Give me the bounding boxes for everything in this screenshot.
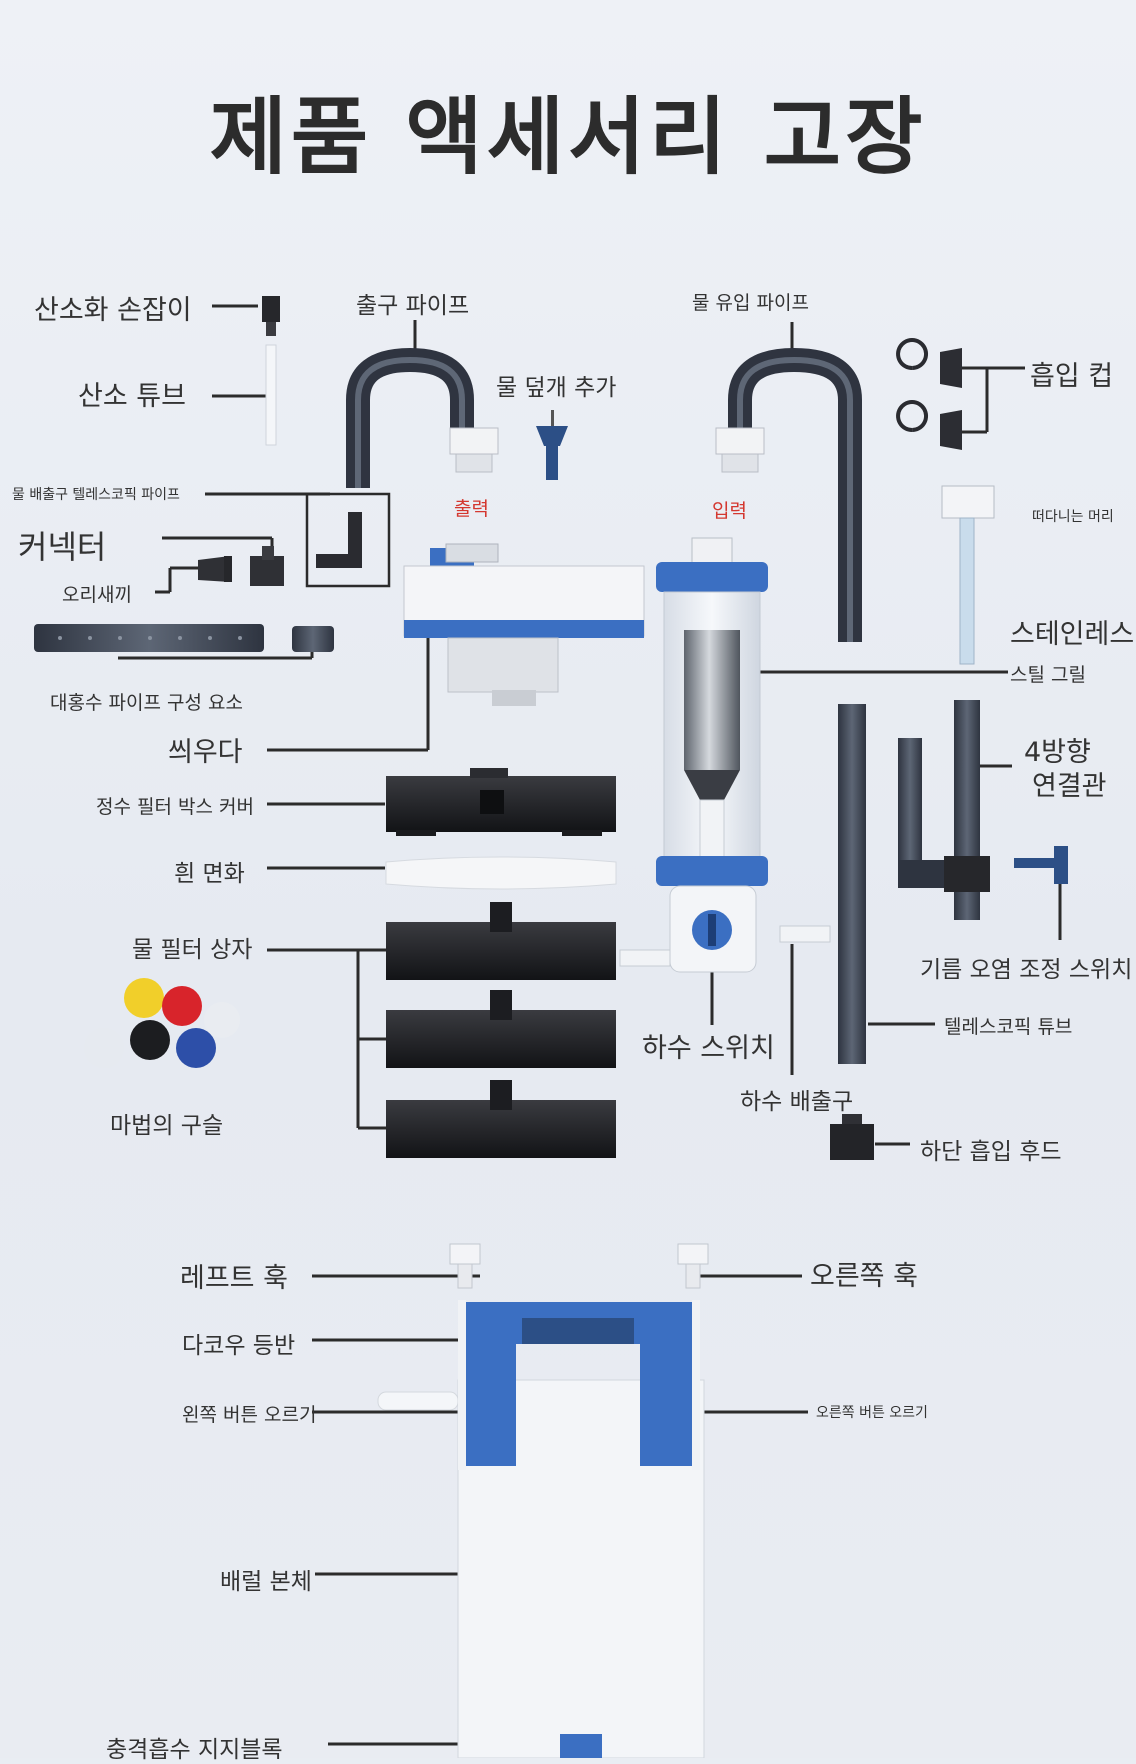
label-water-filter-box: 물 필터 상자 [132, 937, 253, 963]
label-oxygen-handle: 산소화 손잡이 [34, 295, 192, 326]
label-duckbill: 오리새끼 [62, 584, 132, 606]
label-add-water-cover: 물 덮개 추가 [496, 375, 617, 401]
label-water-inlet-pipe: 물 유입 파이프 [692, 292, 809, 314]
label-cover: 씌우다 [168, 737, 243, 768]
label-outlet-pipe: 출구 파이프 [356, 293, 470, 319]
label-filter-box-cover: 정수 필터 박스 커버 [96, 796, 254, 818]
label-steel-grill: 스틸 그릴 [1010, 664, 1086, 686]
label-stainless: 스테인레스 [1010, 619, 1135, 650]
label-right-hook: 오른쪽 훅 [810, 1261, 918, 1292]
label-connector: 커넥터 [18, 528, 107, 566]
label-floating-head: 떠다니는 머리 [1032, 509, 1114, 525]
label-barrel-body: 배럴 본체 [220, 1569, 312, 1595]
label-input: 입력 [712, 500, 747, 522]
label-sewage-switch: 하수 스위치 [642, 1033, 775, 1064]
label-suction-cup: 흡입 컵 [1030, 361, 1114, 392]
label-connecting-pipe: 연결관 [1032, 771, 1107, 802]
label-right-button-climb: 오른쪽 버튼 오르기 [816, 1405, 928, 1421]
label-flood-pipe: 대홍수 파이프 구성 요소 [50, 692, 243, 714]
label-oil-adjust-switch: 기름 오염 조정 스위치 [920, 957, 1133, 983]
label-four-way: 4방향 [1024, 737, 1091, 768]
label-telescopic-tube: 텔레스코픽 튜브 [944, 1016, 1073, 1038]
page-title: 제품 액세서리 고장 [209, 88, 927, 186]
label-left-button-climb: 왼쪽 버튼 오르기 [182, 1404, 317, 1426]
label-dakou-climb: 다코우 등반 [182, 1333, 296, 1359]
label-magic-beads: 마법의 구슬 [110, 1113, 224, 1139]
label-bottom-suction-hood: 하단 흡입 후드 [920, 1139, 1062, 1165]
label-white-cotton: 흰 면화 [174, 861, 245, 887]
label-output: 출력 [454, 498, 489, 520]
label-shock-block: 충격흡수 지지블록 [106, 1737, 283, 1763]
label-left-hook: 레프트 훅 [180, 1263, 288, 1294]
label-oxygen-tube: 산소 튜브 [78, 381, 186, 412]
label-sewage-outlet: 하수 배출구 [740, 1089, 854, 1115]
label-drain-telescopic-pipe: 물 배출구 텔레스코픽 파이프 [12, 487, 180, 503]
